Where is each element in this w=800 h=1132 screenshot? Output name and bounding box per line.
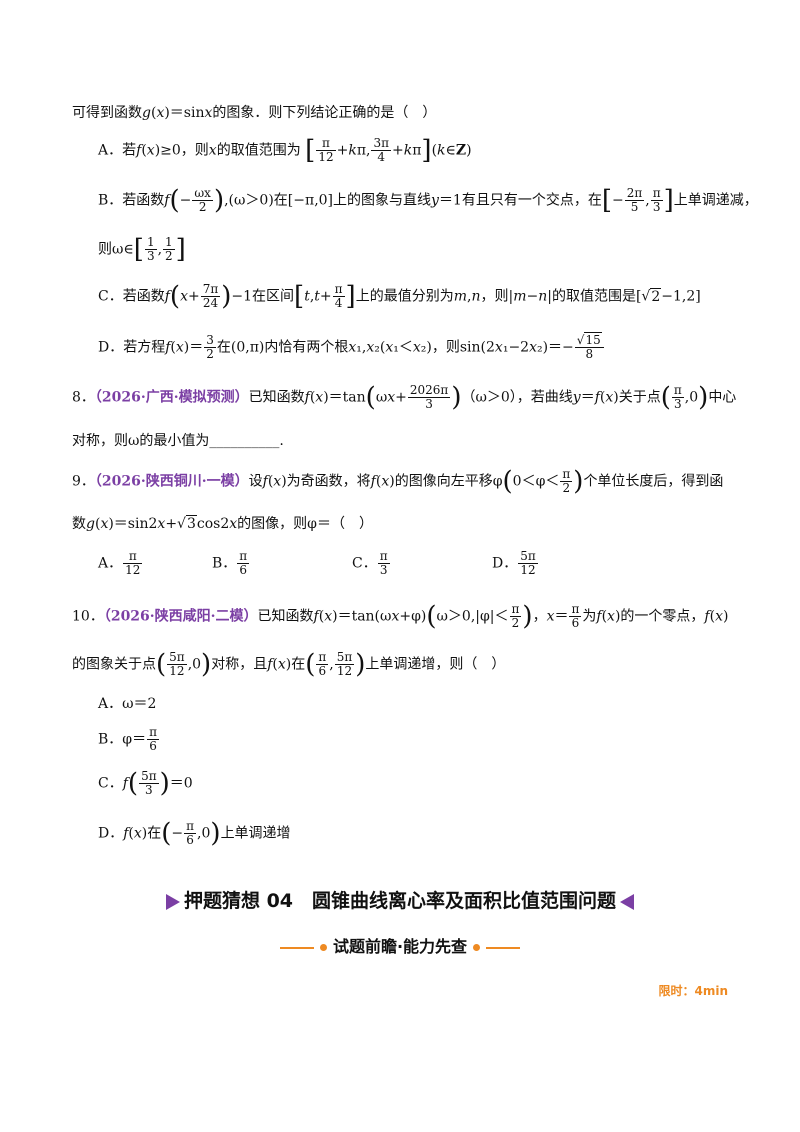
q10-option-a: A．ω＝2 [98, 696, 157, 712]
q7-intro: 可得到函数g(x)＝sinx的图象．则下列结论正确的是（ ） [72, 105, 437, 121]
q8-line2: 对称，则ω的最小值为__________. [72, 433, 284, 449]
section-title: 押题猜想 04 圆锥曲线离心率及面积比值范围问题 [0, 886, 800, 913]
q10-line1: 10．（2026·陕西咸阳·二模）已知函数f(x)＝tan(ωx+φ)(ω＞0,… [72, 601, 729, 632]
triangle-right-icon [165, 893, 180, 910]
time-limit: 限时：4min [658, 984, 728, 998]
dot-icon [473, 944, 481, 951]
q9-line2: 数g(x)＝sin2x+√3cos2x的图像，则φ＝（ ） [72, 515, 373, 532]
section-subtitle: 试题前瞻·能力先查 [0, 933, 800, 957]
q9-line1: 9．（2026·陕西铜川·一模）设f(x)为奇函数，将f(x)的图像向左平移φ(… [72, 466, 724, 497]
dot-icon [319, 944, 327, 951]
triangle-left-icon [620, 893, 635, 910]
